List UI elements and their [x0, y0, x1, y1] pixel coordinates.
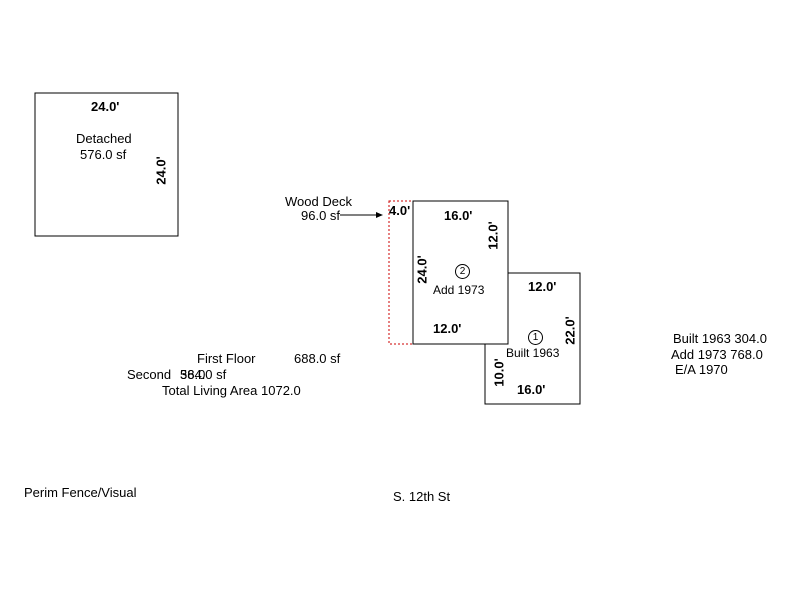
legend-line-2: Add 1973 768.0 [671, 347, 763, 362]
first-floor-value: 688.0 sf [294, 351, 341, 366]
detached-outline [34, 92, 179, 237]
original-outline [484, 272, 581, 405]
detached-area: 576.0 sf [80, 147, 127, 162]
original-marker: 1 [528, 330, 543, 345]
deck-pointer-arrowhead [376, 212, 383, 218]
addition-dim-top: 16.0' [444, 208, 473, 223]
first-floor-label: First Floor [197, 351, 256, 366]
original-dim-bottom: 16.0' [517, 382, 546, 397]
second-label: Second [127, 367, 172, 382]
second-value: 384.0 sf [180, 367, 227, 382]
legend-line-3: E/A 1970 [675, 362, 728, 377]
addition-dim-bottom: 12.0' [433, 321, 462, 336]
addition-label: Add 1973 [433, 283, 485, 297]
wood-deck-dim-width: 4.0' [389, 203, 411, 218]
second-value-overlap: 56.0 [180, 367, 206, 382]
addition-dim-right: 12.0' [485, 221, 501, 250]
original-dim-left: 10.0' [491, 358, 507, 387]
detached-dim-right: 24.0' [153, 156, 169, 185]
fence-note: Perim Fence/Visual [24, 485, 137, 500]
wood-deck-area: 96.0 sf [301, 208, 341, 223]
wood-deck-name: Wood Deck [285, 194, 352, 209]
original-dim-right: 22.0' [562, 316, 578, 345]
wood-deck-outline [388, 200, 414, 345]
detached-dim-top: 24.0' [91, 99, 120, 114]
addition-dim-left: 24.0' [414, 255, 430, 284]
original-label: Built 1963 [506, 346, 560, 360]
detached-name: Detached [76, 131, 132, 146]
total-living-area: Total Living Area 1072.0 [162, 383, 301, 398]
addition-marker: 2 [455, 264, 470, 279]
legend-line-1: Built 1963 304.0 [673, 331, 767, 346]
street-label: S. 12th St [393, 489, 451, 504]
original-dim-top: 12.0' [528, 279, 557, 294]
